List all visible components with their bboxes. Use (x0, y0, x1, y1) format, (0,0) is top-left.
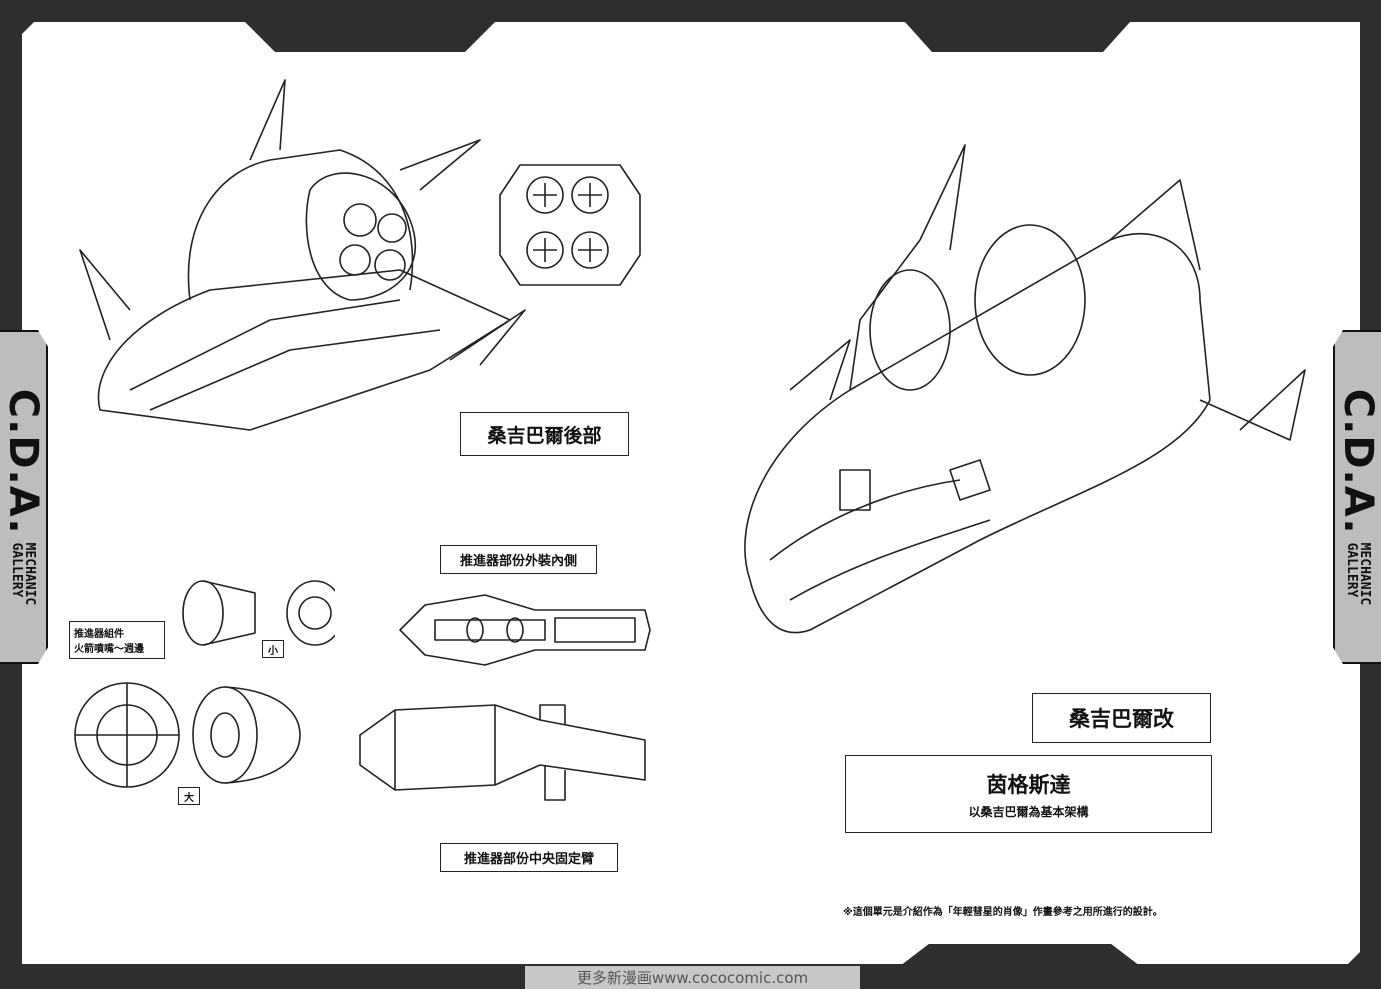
thruster-back-view-sketch (499, 164, 641, 286)
banner-subtitle: GALLERY (9, 542, 24, 598)
banner-subtitle: MECHANIC (22, 542, 37, 606)
frame-tab (900, 944, 1140, 966)
nozzle-label: 推進器組件 火箭噴嘴～週邊 (69, 621, 165, 659)
name-title: 茵格斯達 (986, 772, 1071, 797)
nozzle-small-sketch (182, 580, 335, 646)
nozzle-large-sketch (74, 682, 301, 788)
banner-title: C.D.A. (0, 388, 46, 535)
frame-tab (905, 22, 1130, 52)
thruster-outer-inner-sketch (399, 594, 651, 666)
name-subtitle: 以桑吉巴爾為基本架構 (968, 804, 1089, 819)
footnote: ※這個單元是介紹作為「年輕彗星的肖像」作畫參考之用所進行的設計。 (843, 907, 1163, 918)
nozzle-label-line: 推進器組件 (74, 629, 124, 640)
banner-subtitle: MECHANIC (1357, 542, 1372, 606)
zanzibar-kai-ship-sketch (744, 144, 1306, 634)
banner-title: C.D.A. (1335, 388, 1381, 535)
large-label: 大 (178, 787, 200, 805)
watermark: 更多新漫画www.cococomic.com (525, 966, 860, 989)
center-arm-label: 推進器部份中央固定臂 (440, 843, 618, 872)
frame-tab (245, 22, 495, 52)
center-arm-sketch (359, 704, 646, 801)
kai-label: 桑吉巴爾改 (1032, 693, 1211, 743)
banner-subtitle: GALLERY (1344, 542, 1359, 598)
name-box: 茵格斯達 以桑吉巴爾為基本架構 (845, 755, 1212, 833)
rear-label: 桑吉巴爾後部 (460, 412, 629, 456)
outer-inner-label: 推進器部份外裝內側 (440, 545, 597, 574)
small-label: 小 (262, 640, 284, 658)
nozzle-label-line: 火箭噴嘴～週邊 (74, 644, 144, 655)
ship-rear-sketch (79, 79, 526, 431)
